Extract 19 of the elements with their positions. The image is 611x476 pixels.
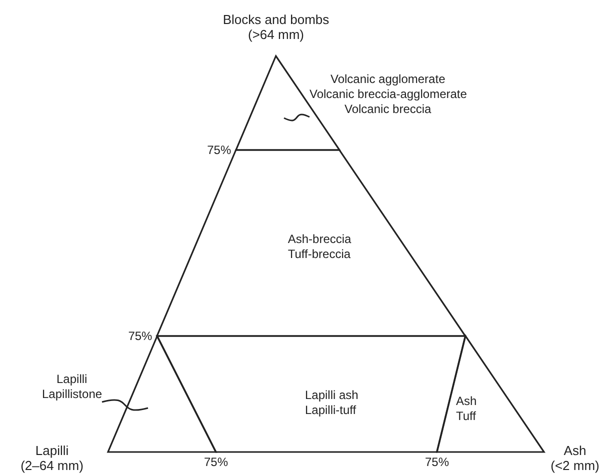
rock-name: Ash (456, 394, 477, 409)
vertex-label: Ash (<2 mm) (550, 443, 600, 473)
vertex-label: Lapilli (2–64 mm) (20, 443, 84, 473)
rock-name: Lapilli ash (304, 388, 358, 403)
leader-line (102, 399, 148, 411)
vertex-label: Blocks and bombs (>64 mm) (222, 12, 330, 42)
rock-name: Tuff-breccia (288, 247, 351, 262)
rock-name: Tuff (456, 409, 476, 424)
rock-name: Lapilli-tuff (304, 403, 356, 418)
percent-label: 75% (128, 329, 152, 344)
rock-name: Ash-breccia (288, 232, 352, 247)
rock-name: Volcanic breccia-agglomerate (310, 87, 467, 102)
percent-label: 75% (207, 143, 232, 158)
percent-label: 75% (204, 455, 228, 470)
rock-name: Volcanic agglomerate (330, 72, 446, 87)
percent-label: 75% (425, 455, 450, 470)
rock-name: Lapillistone (42, 387, 102, 402)
rock-name: Volcanic breccia (344, 102, 432, 117)
rock-name: Lapilli (56, 372, 88, 387)
